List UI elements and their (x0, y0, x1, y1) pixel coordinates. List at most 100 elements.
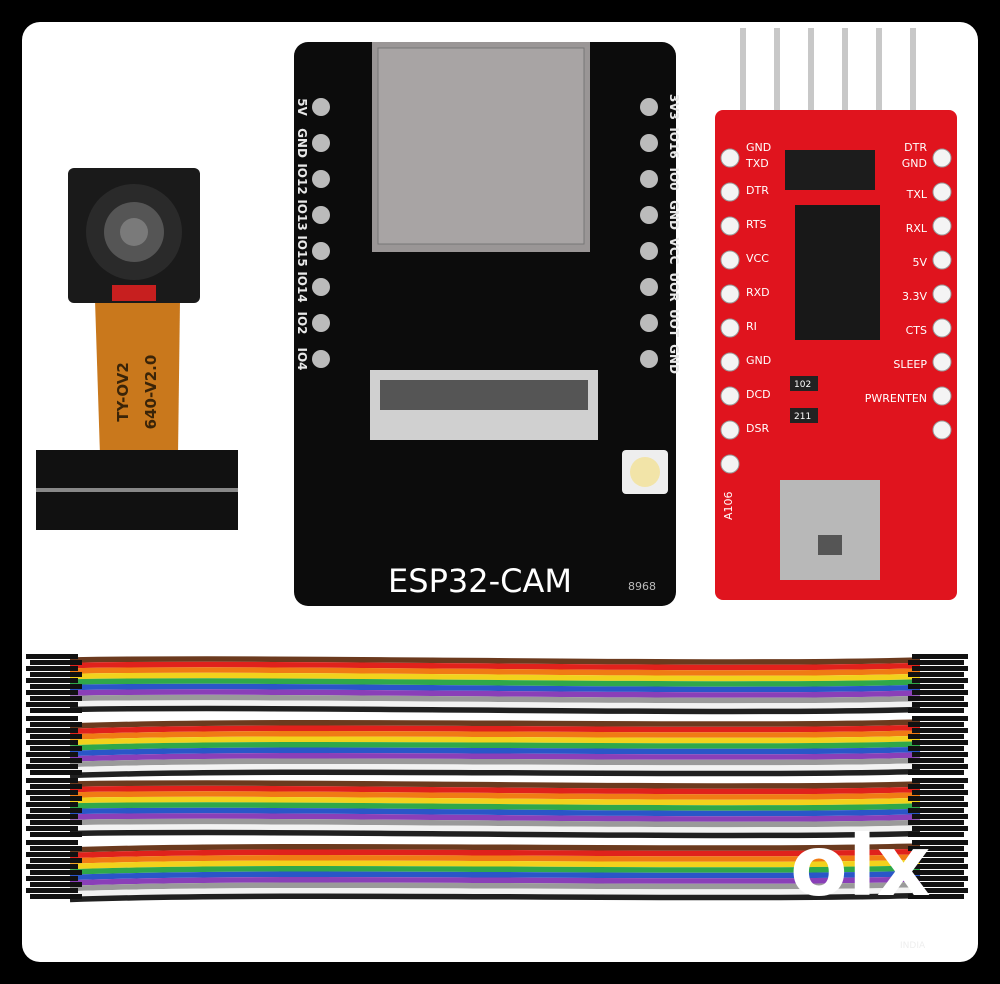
ftdi-left-pin-label: TXD (745, 157, 769, 170)
wire-connector-right (908, 870, 964, 875)
jumper-wire (69, 667, 921, 676)
wire-connector-left (30, 770, 82, 775)
jumper-wire (69, 785, 921, 795)
jumper-wire (69, 791, 921, 800)
resistor-label-1: 102 (794, 380, 811, 390)
wire-connector-right (912, 802, 968, 807)
wire-connector-left (26, 778, 78, 783)
wire-connector-right (908, 796, 964, 801)
wire-connector-left (30, 660, 82, 665)
wire-connector-right (908, 696, 964, 701)
ftdi-pin-pad (720, 386, 740, 406)
resistor-label-2: 211 (794, 412, 811, 422)
wire-connector-right (908, 660, 964, 665)
ftdi-pin-pad (932, 386, 952, 406)
ftdi-pin-pad (720, 148, 740, 168)
ftdi-right-pin-label: DTR (904, 141, 927, 154)
esp32-right-pin-label: UOR (667, 272, 681, 301)
esp32-pin-pad (640, 134, 658, 152)
esp32-pin-pad (640, 314, 658, 332)
jumper-wire (69, 818, 921, 828)
ftdi-pin-pad (720, 318, 740, 338)
wire-connector-left (30, 722, 82, 727)
ftdi-left-pin-label: DCD (746, 388, 771, 401)
esp32-pin-pad (640, 242, 658, 260)
jumper-wire (69, 813, 921, 822)
jumper-wire (69, 859, 921, 870)
wire-connector-left (26, 678, 78, 683)
wire-connector-left (26, 702, 78, 707)
header-pin (774, 28, 780, 118)
wire-connector-left (30, 758, 82, 763)
wire-connector-left (30, 696, 82, 701)
esp32-pin-pad (312, 134, 330, 152)
jumper-wire-bundle (26, 654, 968, 903)
ftdi-right-pin-label: RXL (906, 222, 928, 235)
wire-connector-left (30, 820, 82, 825)
ftdi-pin-pad (932, 216, 952, 236)
wire-connector-right (908, 722, 964, 727)
jumper-wire (69, 752, 921, 762)
jumper-wire (69, 768, 921, 779)
jumper-wire (69, 829, 921, 839)
wire-connector-right (908, 846, 964, 851)
wire-connector-right (912, 852, 968, 857)
ftdi-pin-pad (932, 182, 952, 202)
wire-connector-left (26, 864, 78, 869)
header-pin (808, 28, 814, 118)
jumper-wire (69, 757, 921, 768)
wire-connector-left (26, 876, 78, 881)
esp32-pin-pad (312, 314, 330, 332)
jumper-wire (69, 719, 921, 729)
ftdi-left-pin-label: RXD (746, 286, 770, 299)
ftdi-left-pin-label: GND (746, 141, 771, 154)
ftdi-right-pin-label: TXL (906, 188, 928, 201)
esp32-pin-pad (640, 350, 658, 368)
jumper-wire (69, 843, 921, 853)
wire-connector-right (912, 876, 968, 881)
jumper-wire (69, 802, 921, 811)
wire-connector-right (908, 770, 964, 775)
esp32-pin-pad (312, 350, 330, 368)
ftdi-left-pin-label: GND (746, 354, 771, 367)
esp32-title: ESP32-CAM (388, 562, 572, 600)
jumper-wire (69, 741, 921, 751)
wire-connector-right (912, 690, 968, 695)
ftdi-left-pin-label: RI (746, 320, 757, 333)
ftdi-pin-pad (932, 284, 952, 304)
ftdi-left-pin-label: DTR (746, 184, 769, 197)
ftdi-pin-pad (720, 352, 740, 372)
ftdi-pin-pad (932, 352, 952, 372)
ftdi-pin-pad (932, 420, 952, 440)
camera-module: TY-OV2 640-V2.0 (36, 168, 238, 530)
jumper-wire (69, 848, 921, 859)
wire-connector-right (912, 764, 968, 769)
ftdi-right-pin-label: 5V (912, 256, 927, 269)
watermark-logo: olx (790, 817, 931, 915)
watermark-subtext: INDIA (900, 941, 926, 951)
ftdi-right-pin-label: PWRENTEN (865, 392, 927, 405)
wire-connector-right (912, 666, 968, 671)
esp32-right-pin-label: 3V3 (667, 94, 681, 120)
ftdi-pin-pad (932, 148, 952, 168)
wire-connector-right (912, 678, 968, 683)
wire-connector-left (30, 808, 82, 813)
wire-connector-left (26, 666, 78, 671)
wire-connector-left (30, 734, 82, 739)
wire-connector-left (30, 832, 82, 837)
wire-connector-right (912, 654, 968, 659)
esp32-cam-board: ESP32-CAM 8968 5VGNDIO12IO13IO15IO14IO2I… (294, 42, 681, 606)
ftdi-pin-pad (720, 284, 740, 304)
wire-connector-left (26, 690, 78, 695)
jumper-wire (69, 724, 921, 735)
ftdi-pin-pad (720, 454, 740, 474)
wire-connector-left (26, 716, 78, 721)
wire-connector-left (26, 814, 78, 819)
jumper-wire (69, 672, 921, 682)
camera-label-2: 640-V2.0 (142, 355, 160, 430)
esp32-right-pin-label: GND (667, 344, 681, 374)
wire-connector-right (908, 708, 964, 713)
esp32-right-pin-label: IO16 (667, 127, 681, 158)
wire-connector-left (30, 796, 82, 801)
header-pin (740, 28, 746, 118)
